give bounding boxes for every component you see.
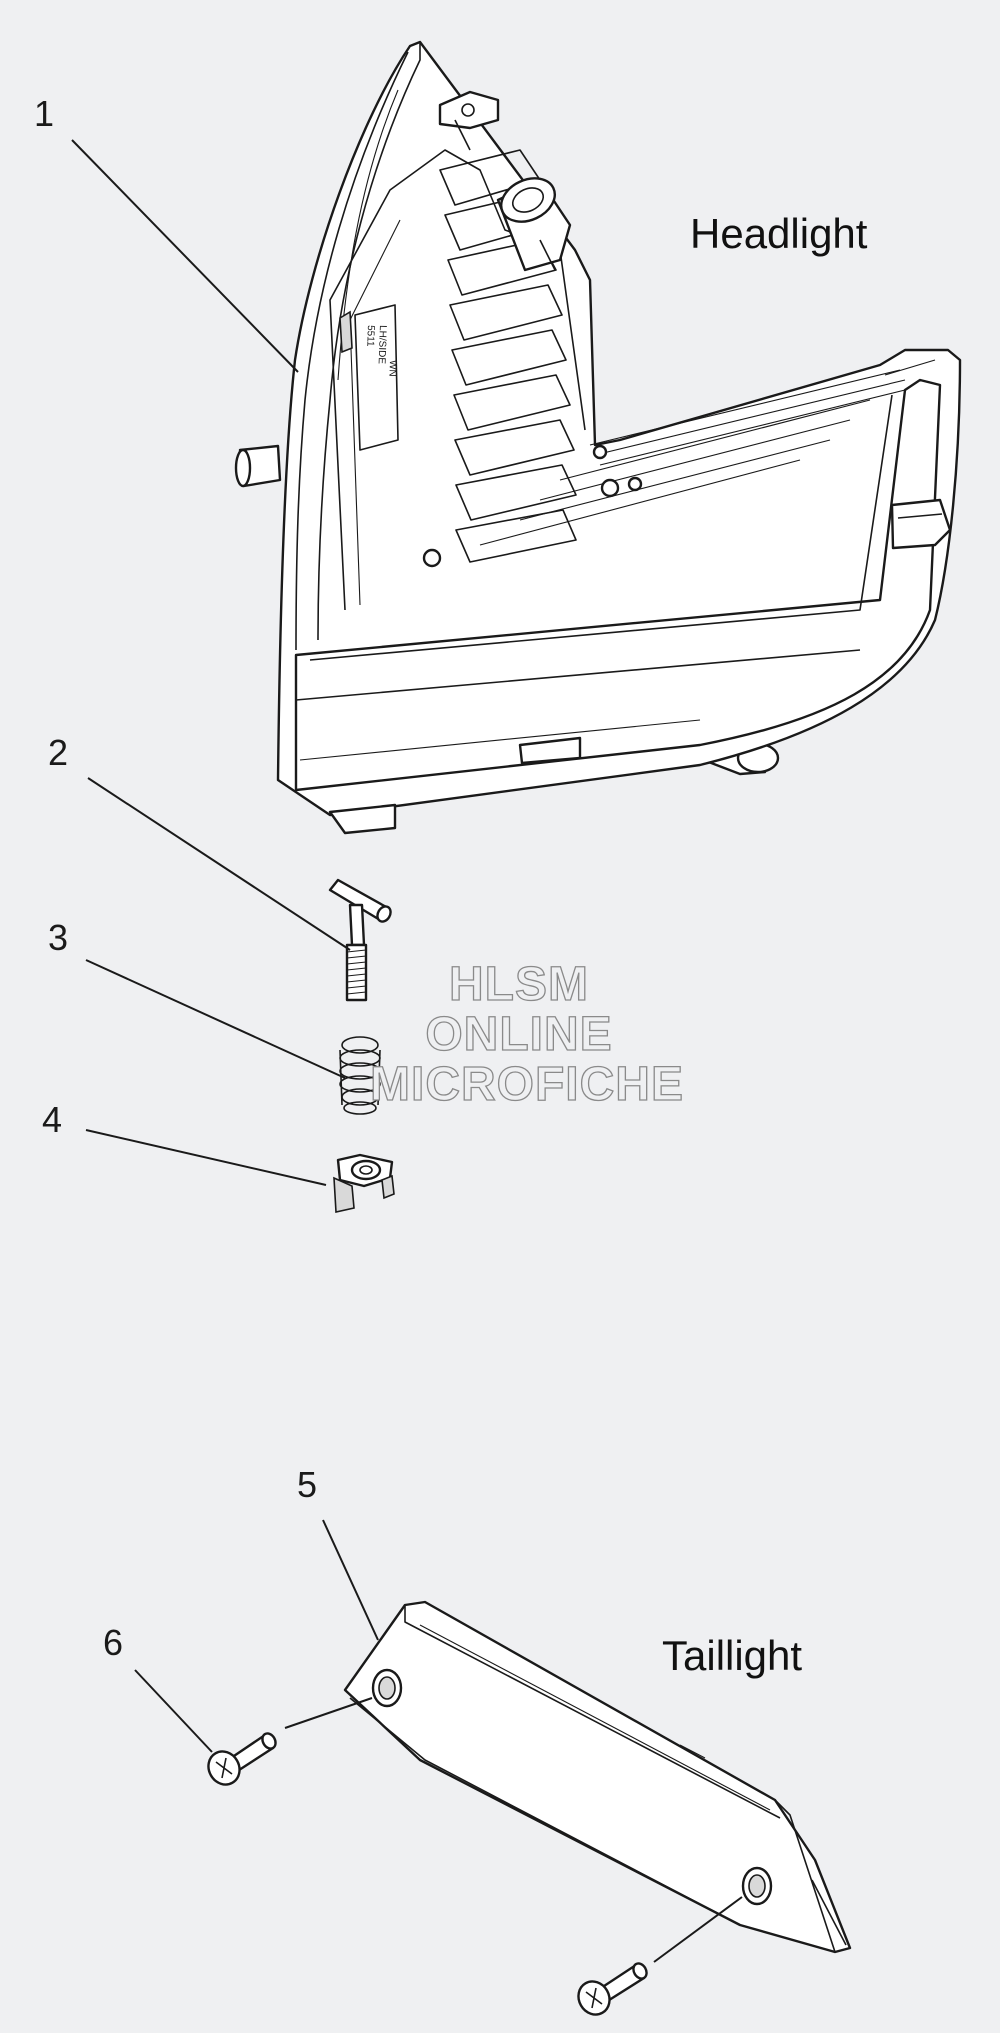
taillight-screw-upper[interactable]: [203, 1731, 279, 1790]
taillight-screw-lower[interactable]: [573, 1961, 650, 2020]
watermark: HLSM ONLINE MICROFICHE: [369, 957, 684, 1111]
lower-fins: [479, 369, 906, 546]
spring[interactable]: [339, 1036, 381, 1115]
label-line-3: WN: [386, 360, 398, 377]
headlight-label: Headlight: [690, 210, 868, 257]
label-line-1: 5511: [364, 325, 376, 347]
adjuster-t-bolt[interactable]: [328, 878, 393, 1002]
callout-5: 5: [297, 1464, 317, 1505]
watermark-line-1: HLSM: [449, 958, 589, 1011]
taillight-assembly[interactable]: [343, 1600, 852, 1954]
callout-3: 3: [48, 917, 68, 958]
callout-6: 6: [103, 1622, 123, 1663]
leader-lines: [71, 139, 743, 1963]
label-line-2: LH/SIDE: [376, 325, 388, 365]
headlight-assembly[interactable]: 5511 LH/SIDE WN: [234, 40, 962, 835]
callout-1: 1: [34, 93, 54, 134]
taillight-label: Taillight: [662, 1632, 802, 1679]
watermark-line-2: ONLINE: [425, 1008, 612, 1061]
bulb-socket: [496, 177, 572, 272]
callout-4: 4: [42, 1099, 62, 1140]
watermark-line-3: MICROFICHE: [370, 1058, 684, 1111]
housing-label: 5511 LH/SIDE WN: [339, 304, 399, 451]
nut-clip[interactable]: [333, 1153, 395, 1213]
callout-2: 2: [48, 732, 68, 773]
